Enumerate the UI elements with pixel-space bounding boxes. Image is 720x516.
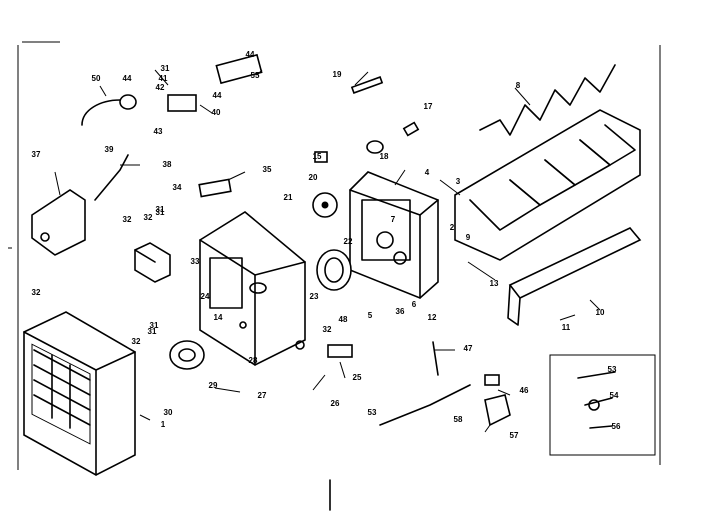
callout-label: 31 [155, 205, 165, 214]
callout-label: 22 [343, 237, 353, 246]
callout-label: 19 [332, 70, 342, 79]
callout-label: 21 [283, 193, 293, 202]
callout-label: 10 [595, 308, 605, 317]
callout-label: 9 [465, 233, 471, 242]
callout-label: 50 [91, 74, 101, 83]
callout-label: 44 [122, 74, 132, 83]
callout-label: 14 [213, 313, 223, 322]
callout-label: 4 [424, 168, 430, 177]
callout-label: 48 [338, 315, 348, 324]
callout-label: 47 [463, 344, 473, 353]
callout-label: 32 [143, 213, 153, 222]
callout-label: 23 [309, 292, 319, 301]
part-heater-strip [507, 227, 642, 326]
callout-label: 41 [158, 74, 168, 83]
callout-label: 29 [208, 381, 218, 390]
callout-label: 25 [352, 373, 362, 382]
part-mold [454, 64, 641, 261]
callout-label: 43 [153, 127, 163, 136]
callout-label: 2 [449, 223, 455, 232]
callout-label: 28 [248, 356, 258, 365]
callout-label: 32 [31, 288, 41, 297]
callout-label: 40 [211, 108, 221, 117]
callout-label: 12 [427, 313, 437, 322]
callout-label: 55 [250, 71, 260, 80]
part-gears [169, 192, 352, 370]
callout-label: 42 [155, 83, 165, 92]
callout-label: 54 [609, 391, 619, 400]
callout-label: 31 [160, 64, 170, 73]
callout-label: 11 [561, 323, 571, 332]
callout-label: 15 [312, 152, 322, 161]
callout-label: 58 [453, 415, 463, 424]
callout-label: 18 [379, 152, 389, 161]
callout-label: 7 [390, 215, 396, 224]
callout-label: 35 [262, 165, 272, 174]
callout-label: 56 [611, 422, 621, 431]
callout-label: 13 [489, 279, 499, 288]
part-mold-housing [199, 211, 306, 366]
callout-label: 38 [162, 160, 172, 169]
callout-label: 57 [509, 431, 519, 440]
callout-label: 53 [607, 365, 617, 374]
callout-label: 1 [160, 420, 166, 429]
callout-label: 31 [149, 321, 159, 330]
callout-label: 26 [330, 399, 340, 408]
callout-label: 27 [257, 391, 267, 400]
callout-label: 53 [367, 408, 377, 417]
part-small-hardware [81, 53, 511, 427]
part-support [349, 171, 439, 299]
callout-label: 3 [455, 177, 461, 186]
callout-label: 32 [322, 325, 332, 334]
callout-label: 17 [423, 102, 433, 111]
callout-label: 46 [519, 386, 529, 395]
leader-lines [54, 69, 601, 433]
inset-box [549, 354, 656, 456]
callout-label: 32 [131, 337, 141, 346]
callout-label: 6 [411, 300, 417, 309]
callout-label: 20 [308, 173, 318, 182]
callout-label: 5 [367, 311, 373, 320]
callout-label: 31 [147, 327, 157, 336]
callout-label: 33 [190, 257, 200, 266]
callout-label: 8 [515, 81, 521, 90]
part-front-cover [23, 311, 136, 476]
callout-label: 39 [104, 145, 114, 154]
callout-label: 31 [155, 208, 165, 217]
callout-label: 30 [163, 408, 173, 417]
callout-label: 37 [31, 150, 41, 159]
callout-label: 24 [200, 292, 210, 301]
part-shield [31, 189, 86, 256]
callout-label: 36 [395, 307, 405, 316]
callout-label: 44 [212, 91, 222, 100]
callout-label: 32 [122, 215, 132, 224]
part-switch [134, 242, 171, 283]
callout-label: 44 [245, 50, 255, 59]
callout-label: 34 [172, 183, 182, 192]
frame [8, 41, 661, 511]
